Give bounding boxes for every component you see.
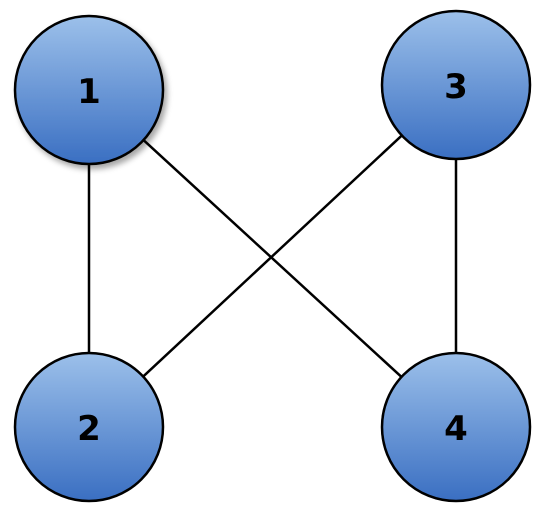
- node-label: 3: [444, 67, 468, 107]
- node-2: 2: [13, 351, 165, 503]
- edge-1-4: [142, 138, 403, 379]
- node-label: 2: [77, 409, 101, 449]
- node-label: 4: [444, 409, 468, 449]
- nodes-layer: 1 2 3 4: [13, 9, 532, 503]
- node-1: 1: [13, 14, 165, 166]
- node-circle: [380, 9, 532, 161]
- edges-layer: [87, 134, 458, 379]
- edge-3-2: [141, 134, 404, 378]
- node-3: 3: [380, 9, 532, 161]
- node-circle: [13, 14, 165, 166]
- node-label: 1: [77, 72, 101, 112]
- node-circle: [13, 351, 165, 503]
- node-4: 4: [380, 351, 532, 503]
- node-circle: [380, 351, 532, 503]
